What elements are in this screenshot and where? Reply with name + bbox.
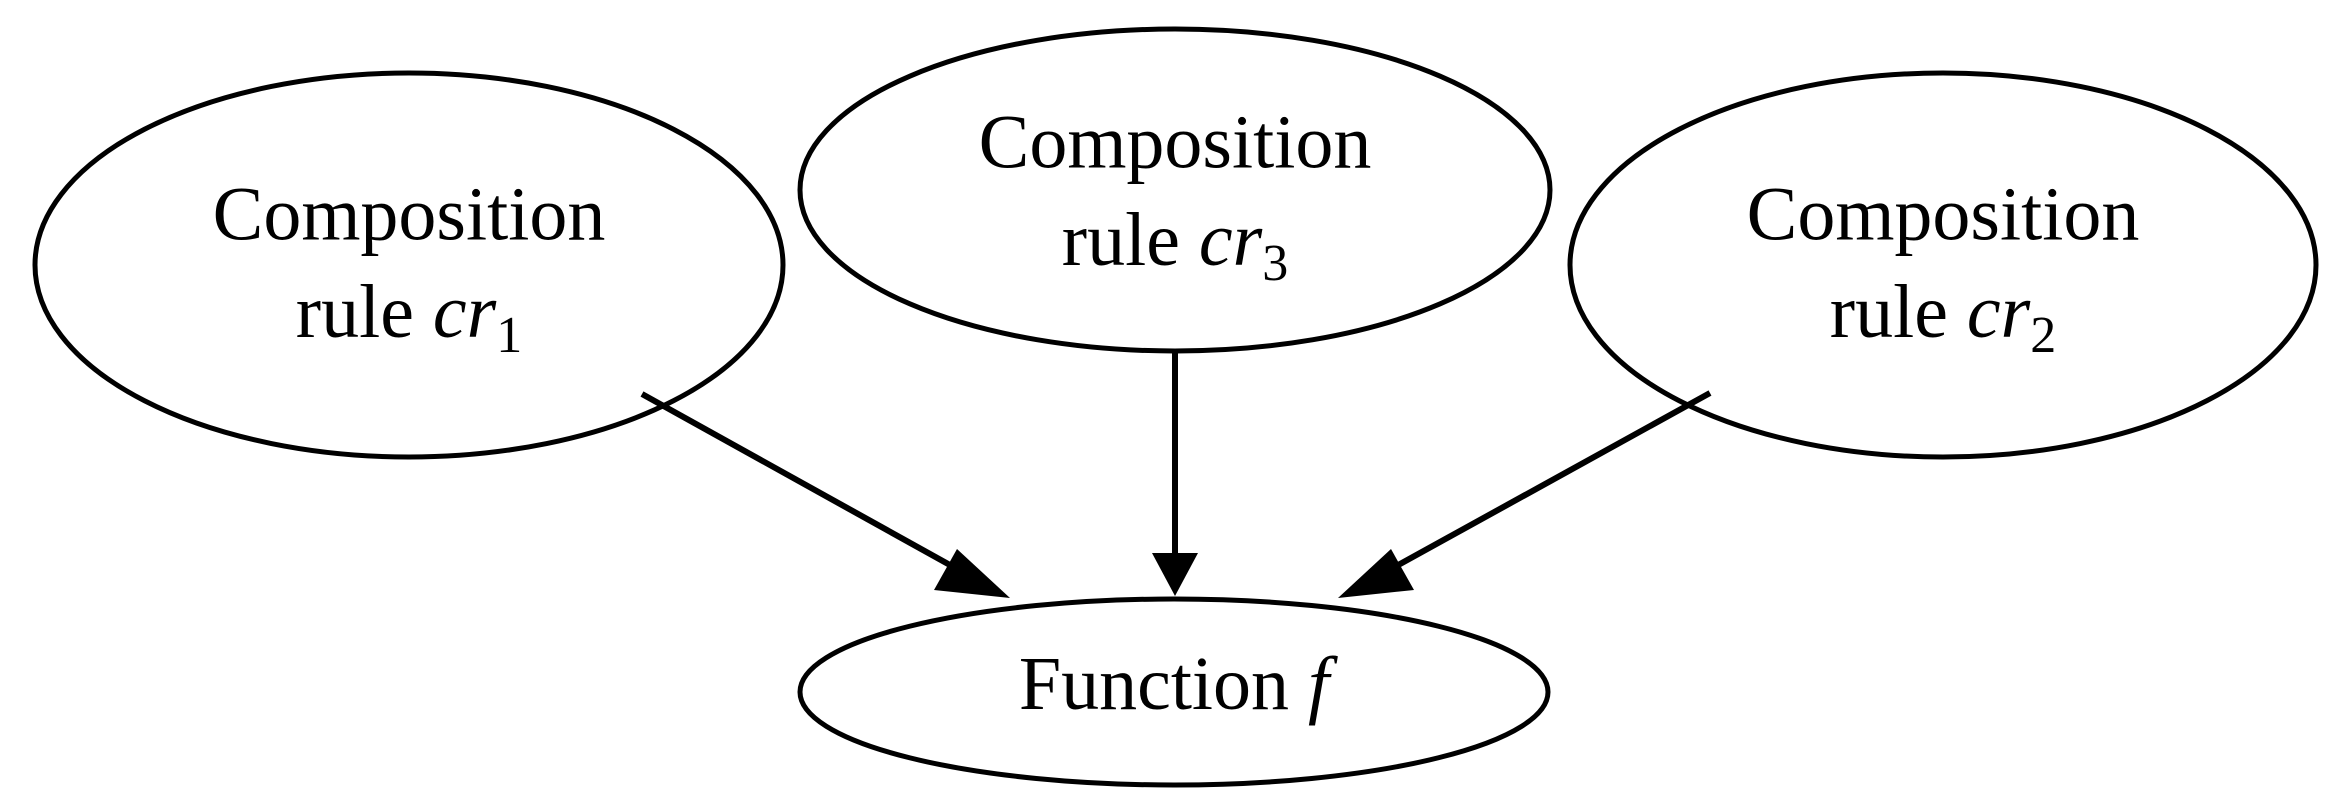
edge-cr2-to-function [1338,390,1712,598]
composition-rule-cr3-label-line1: Composition [979,100,1372,184]
edge-cr1-to-function-arrowhead [934,549,1010,598]
cr2-line2-prefix: rule [1830,270,1967,354]
function-f-ellipse[interactable] [797,596,1551,788]
cr1-line2-prefix: rule [296,270,433,354]
composition-rule-cr2-label-line1: Composition [1747,172,2140,256]
node-composition-rule-cr1[interactable]: Composition rule cr1 [32,70,786,460]
function-f-label: Function f [1019,642,1338,726]
composition-rule-cr3-label-line2: rule cr3 [1062,198,1288,292]
edge-cr3-to-function-arrowhead [1152,553,1198,596]
edge-cr3-to-function [1152,351,1198,596]
node-composition-rule-cr2[interactable]: Composition rule cr2 [1567,70,2319,460]
cr2-line2-subscript: 2 [2030,307,2056,364]
edge-cr2-to-function-line [1351,390,1712,593]
composition-rule-cr3-ellipse[interactable] [797,26,1553,354]
edge-cr1-to-function [640,391,1010,598]
edge-cr2-to-function-arrowhead [1338,549,1414,598]
composition-rule-cr2-ellipse[interactable] [1567,70,2319,460]
node-function-f[interactable]: Function f [797,596,1551,788]
composition-rule-cr1-label-line2: rule cr1 [296,270,522,364]
node-composition-rule-cr3[interactable]: Composition rule cr3 [797,26,1553,354]
composition-rule-cr1-label-line1: Composition [213,172,606,256]
composition-rule-cr1-ellipse[interactable] [32,70,786,460]
function-f-prefix: Function [1019,642,1308,726]
cr1-line2-subscript: 1 [496,307,522,364]
cr2-line2-symbol: cr [1967,270,2031,354]
cr3-line2-prefix: rule [1062,198,1199,282]
cr3-line2-symbol: cr [1199,198,1263,282]
composition-rule-cr2-label-line2: rule cr2 [1830,270,2056,364]
edge-cr1-to-function-line [640,391,997,593]
cr3-line2-subscript: 3 [1262,235,1288,292]
cr1-line2-symbol: cr [433,270,497,354]
